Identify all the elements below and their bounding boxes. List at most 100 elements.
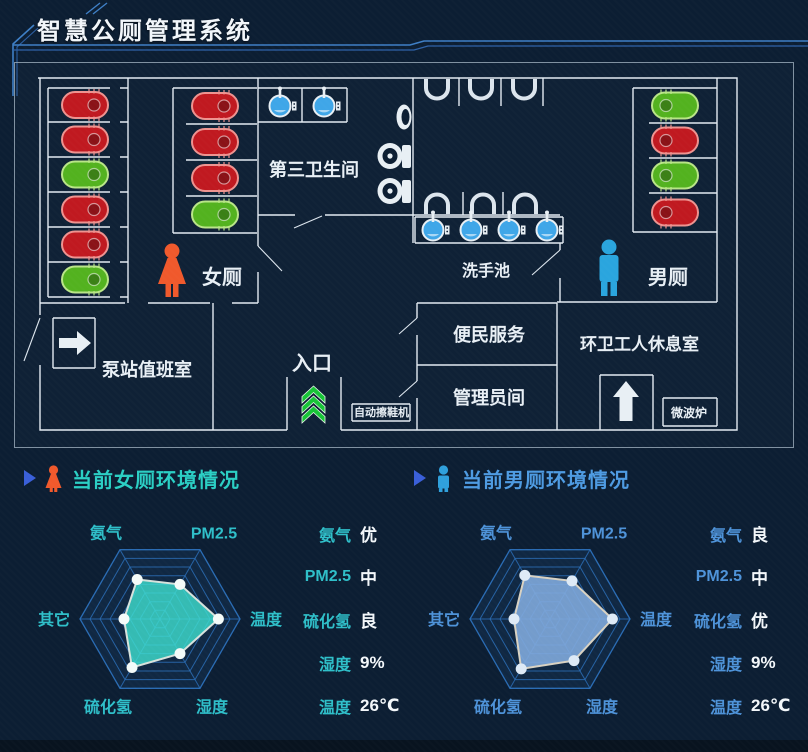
- readout-row: PM2.5 中: [293, 555, 405, 598]
- radar-axis-label: 其它: [428, 610, 460, 629]
- toilet-stall-indicator-vacant: [651, 89, 699, 122]
- room-label-convenience: 便民服务: [453, 324, 526, 345]
- readout-row: 硫化氢良: [293, 598, 405, 641]
- room-label-women: 女厕: [202, 265, 242, 289]
- radar-axis-label: 湿度: [195, 697, 229, 716]
- urinal-icon: [470, 192, 496, 214]
- radar-data-point: [568, 655, 580, 667]
- readout-row: PM2.5 中: [684, 555, 800, 598]
- triangle-bullet-icon: [414, 470, 426, 486]
- third-restroom-fixtures: [377, 104, 412, 204]
- up-arrow-icon: [613, 381, 639, 421]
- man-icon: [599, 239, 619, 296]
- room-label-sanitation-rest: 环卫工人休息室: [580, 334, 699, 354]
- room-label-pump-station: 泵站值班室: [102, 359, 192, 380]
- toilet-stall-indicator-vacant: [651, 159, 699, 192]
- radar-axis-label: 氨气: [90, 524, 122, 543]
- radar-data-point: [566, 575, 578, 587]
- toilet-stall-indicator-vacant: [191, 198, 239, 231]
- readout-value: 优: [360, 526, 377, 545]
- door-swing-lines: [23, 215, 561, 398]
- radar-axis-label: 湿度: [585, 697, 619, 716]
- readout-value: 中: [751, 569, 768, 588]
- radar-data-point: [131, 574, 143, 586]
- readout-value: 9%: [751, 652, 776, 672]
- radar-data-point: [515, 663, 527, 675]
- bottom-strip: [0, 740, 808, 752]
- radar-axis-label: 硫化氢: [84, 697, 132, 716]
- readout-value: 良: [751, 526, 768, 545]
- right-arrow-icon: [59, 331, 91, 355]
- readout-label: 硫化氢: [693, 613, 742, 631]
- urinal-icon: [512, 192, 538, 214]
- radar-axis-label: 温度: [249, 610, 283, 629]
- readout-label: 温度: [318, 699, 351, 717]
- readout-value: 良: [360, 612, 377, 631]
- toilet-tank: [402, 180, 411, 203]
- stall-status-layer: [61, 89, 699, 296]
- toilet-stall-indicator-occupied: [61, 89, 109, 121]
- room-label-wash-basin: 洗手池: [462, 261, 510, 280]
- sink-icon: [535, 210, 564, 242]
- room-label-entrance: 入口: [292, 352, 332, 375]
- readout-label: 湿度: [318, 656, 351, 674]
- floorplan: 女厕 男厕 第三卫生间 洗手池 泵站值班室 入口 便民服务 管理员间 环卫工人休…: [23, 77, 738, 431]
- urinal-icon: [511, 79, 537, 101]
- room-label-shoe-polisher: 自动擦鞋机: [354, 405, 409, 419]
- readout-row: 氨气优: [293, 512, 405, 555]
- toilet-stall-indicator-occupied: [651, 196, 699, 229]
- toilet-stall-indicator-occupied: [61, 123, 109, 156]
- radar-data-point: [126, 661, 138, 673]
- toilet-stall-indicator-occupied: [61, 228, 109, 261]
- urinal-icon: [424, 192, 450, 214]
- urinal-icons: [424, 79, 538, 214]
- toilet-stall-indicator-vacant: [61, 263, 109, 296]
- sink-icon: [459, 210, 488, 242]
- radar-data-point: [508, 613, 520, 625]
- page-title: 智慧公厕管理系统: [37, 18, 253, 45]
- radar-axis-label: 温度: [639, 610, 673, 629]
- sink-icon: [497, 210, 526, 242]
- women-section-header: 当前女厕环境情况: [24, 463, 240, 493]
- entrance-arrow-icon: [301, 385, 326, 424]
- radar-axis-label: PM2.5: [581, 526, 627, 543]
- radar-data-point: [519, 569, 531, 581]
- readout-label: PM2.5: [695, 567, 742, 585]
- room-label-manager: 管理员间: [453, 387, 525, 408]
- readout-row: 硫化氢优: [684, 598, 800, 641]
- room-label-microwave: 微波炉: [670, 405, 707, 420]
- readout-label: 氨气: [709, 527, 742, 545]
- male-person-icon: [438, 464, 449, 492]
- readout-row: 氨气良: [684, 512, 800, 555]
- urinal-icon: [424, 79, 450, 101]
- room-label-third-restroom: 第三卫生间: [269, 159, 359, 180]
- toilet-stall-indicator-occupied: [191, 162, 239, 194]
- toilet-stall-indicator-occupied: [61, 193, 109, 226]
- radar-axis-label: PM2.5: [191, 526, 237, 543]
- section-title: 当前男厕环境情况: [462, 469, 630, 492]
- readout-value: 中: [360, 569, 377, 588]
- radar-data-point: [212, 613, 224, 625]
- toilet-stall-indicator-occupied: [191, 126, 239, 158]
- sink-icons-layer: [268, 86, 564, 242]
- radar-data-point: [174, 648, 186, 660]
- radar-data-point: [118, 613, 130, 625]
- sink-icon: [312, 86, 341, 118]
- room-label-men: 男厕: [648, 267, 688, 289]
- readout-label: 温度: [709, 699, 742, 717]
- men-section-header: 当前男厕环境情况: [414, 463, 630, 493]
- readout-label: 氨气: [318, 527, 351, 545]
- toilet-stall-indicator-occupied: [191, 90, 239, 122]
- radar-data-point: [174, 578, 186, 590]
- readout-label: 硫化氢: [302, 613, 351, 631]
- floorplan-panel: 女厕 男厕 第三卫生间 洗手池 泵站值班室 入口 便民服务 管理员间 环卫工人休…: [14, 62, 794, 448]
- readout-label: PM2.5: [304, 567, 351, 585]
- radar-axis-label: 其它: [38, 610, 70, 629]
